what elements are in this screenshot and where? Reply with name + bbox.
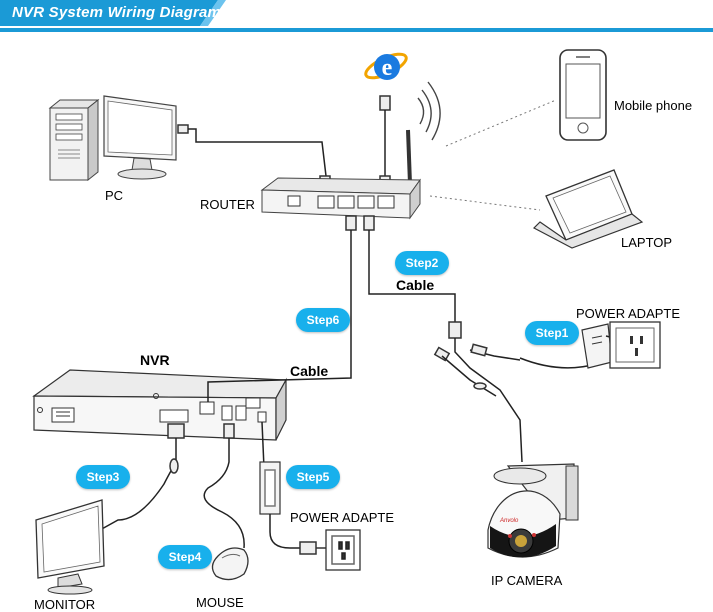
nvr-power-cable — [259, 421, 361, 571]
nvr-device-icon — [32, 369, 287, 441]
nvr-power-adapter-label: POWER ADAPTE — [290, 510, 395, 525]
step-6-badge: Step6 — [296, 308, 350, 332]
laptop-icon — [532, 169, 644, 249]
mobile-phone-icon — [559, 49, 607, 141]
step-1-badge: Step1 — [525, 321, 579, 345]
nvr-mouse-cable — [203, 423, 245, 549]
wifi-signal — [417, 81, 441, 141]
nvr-router-cable — [207, 215, 357, 402]
router-label: ROUTER — [200, 197, 255, 212]
nvr-label: NVR — [140, 352, 170, 368]
nvr-router-cable-label: Cable — [290, 363, 329, 379]
step-3-badge: Step3 — [76, 465, 130, 489]
camera-power-adapter-label: POWER ADAPTE — [576, 306, 681, 321]
internet-explorer-icon: e — [364, 52, 408, 81]
svg-text:e: e — [382, 55, 393, 81]
router-camera-cable — [363, 215, 523, 463]
ip-camera-icon: Anvolo — [487, 463, 579, 558]
monitor-icon — [35, 499, 105, 595]
monitor-label: MONITOR — [34, 597, 96, 612]
step-5-badge: Step5 — [286, 465, 340, 489]
page-title: NVR System Wiring Diagram — [12, 4, 222, 21]
camera-pigtail — [433, 343, 521, 397]
mouse-label: MOUSE — [196, 595, 244, 610]
mobile-phone-label: Mobile phone — [614, 98, 693, 113]
mouse-icon — [211, 547, 249, 581]
ip-camera-label: IP CAMERA — [491, 573, 563, 588]
laptop-label: LAPTOP — [621, 235, 673, 250]
step-2-badge: Step2 — [395, 251, 449, 275]
wireless-links — [429, 99, 557, 211]
router-icon — [260, 129, 421, 220]
router-camera-cable-label: Cable — [396, 277, 435, 293]
pc-label: PC — [105, 188, 124, 203]
header-banner — [0, 0, 713, 33]
camera-power-adapter — [519, 321, 661, 369]
svg-text:Anvolo: Anvolo — [499, 518, 519, 524]
step-4-badge: Step4 — [158, 545, 212, 569]
internet-router-cable — [379, 95, 391, 189]
nvr-monitor-cable — [99, 423, 185, 531]
pc-icon — [48, 95, 177, 182]
